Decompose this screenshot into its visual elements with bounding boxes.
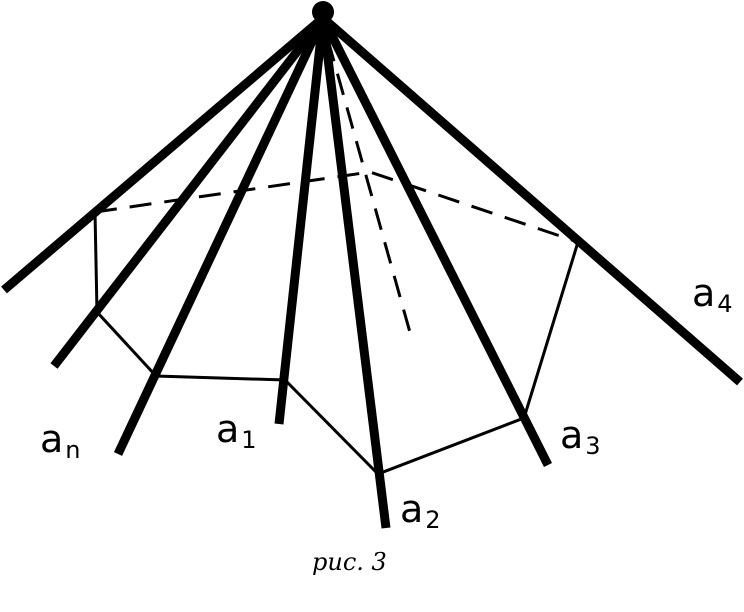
hidden-edge bbox=[326, 39, 413, 337]
label-a2: a2 bbox=[400, 487, 441, 534]
label-an: an bbox=[40, 417, 81, 464]
edge-a2 bbox=[318, 17, 391, 529]
base-polygon-hidden bbox=[94, 170, 579, 244]
edge-a3 bbox=[318, 15, 553, 468]
figure-caption: рис. 3 bbox=[312, 548, 387, 576]
edge-leftmost bbox=[1, 14, 326, 294]
label-a1: a1 bbox=[216, 407, 257, 454]
edge-a4 bbox=[320, 14, 743, 386]
edge-an-minus-1 bbox=[50, 15, 327, 369]
edge-an bbox=[113, 16, 328, 456]
base-polygon-visible bbox=[93, 211, 580, 476]
edge-a1 bbox=[274, 17, 328, 425]
label-a3: a3 bbox=[560, 413, 601, 460]
label-a4: a4 bbox=[692, 271, 733, 318]
